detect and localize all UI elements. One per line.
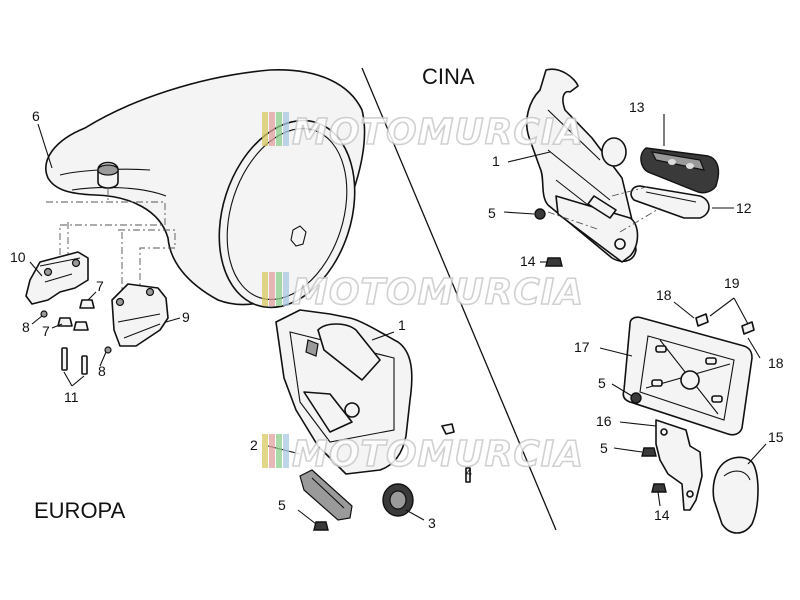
europe-light-lens [712,456,759,534]
callout-5-europe: 5 [278,497,286,513]
callout-16: 16 [596,413,612,429]
callout-19: 19 [724,275,740,291]
callout-4: 4 [466,467,472,479]
callout-10: 10 [10,249,26,265]
europe-bolts [630,313,755,404]
callout-7b: 7 [42,323,50,339]
section-divider-line [361,67,557,531]
watermark-2: MOTOMURCIA [262,271,584,314]
callout-18a: 18 [656,287,672,303]
watermark-text: MOTOMURCIA [292,434,584,475]
china-plate-light [640,147,720,194]
callout-3: 3 [428,515,436,531]
region-label-europe: EUROPA [34,498,126,523]
callout-14-china: 14 [520,253,536,269]
callout-7a: 7 [96,278,104,294]
watermark-1: MOTOMURCIA [262,111,584,154]
china-guide-lines [547,185,661,233]
callout-17: 17 [574,339,590,355]
region-label-china: CINA [422,64,475,89]
callout-14b: 14 [654,507,670,523]
europe-plate-bracket [622,316,753,436]
bracket-part-9 [111,283,169,347]
callout-12: 12 [736,200,752,216]
callout-6: 6 [32,108,40,124]
callout-8b: 8 [98,363,106,379]
callout-8a: 8 [22,319,30,335]
callout-1-china: 1 [492,153,500,169]
europe-light-bracket [641,419,703,511]
callout-9: 9 [182,309,190,325]
china-fasteners [534,208,563,267]
watermark-text: MOTOMURCIA [292,272,584,313]
callout-18b: 18 [768,355,784,371]
watermark-3: MOTOMURCIA [262,433,584,476]
europe-plate-holder [275,309,413,475]
china-plate-holder [525,68,639,263]
callout-5-china: 5 [488,205,496,221]
bracket-part-10 [25,251,89,305]
callout-5b: 5 [598,375,606,391]
callout-numbers: 6 10 7 8 7 9 8 11 1 13 12 5 14 1 2 5 3 1… [10,99,784,531]
europe-fasteners [313,423,471,531]
callout-5c: 5 [600,440,608,456]
china-lens [630,185,710,219]
callout-2: 2 [250,437,258,453]
callout-11: 11 [64,389,79,405]
europe-reflector-strip [299,469,353,521]
callout-1-europe: 1 [398,317,406,333]
watermark-text: MOTOMURCIA [292,112,584,153]
callout-13: 13 [629,99,645,115]
europe-round-reflector [382,483,414,517]
callout-15: 15 [768,429,784,445]
